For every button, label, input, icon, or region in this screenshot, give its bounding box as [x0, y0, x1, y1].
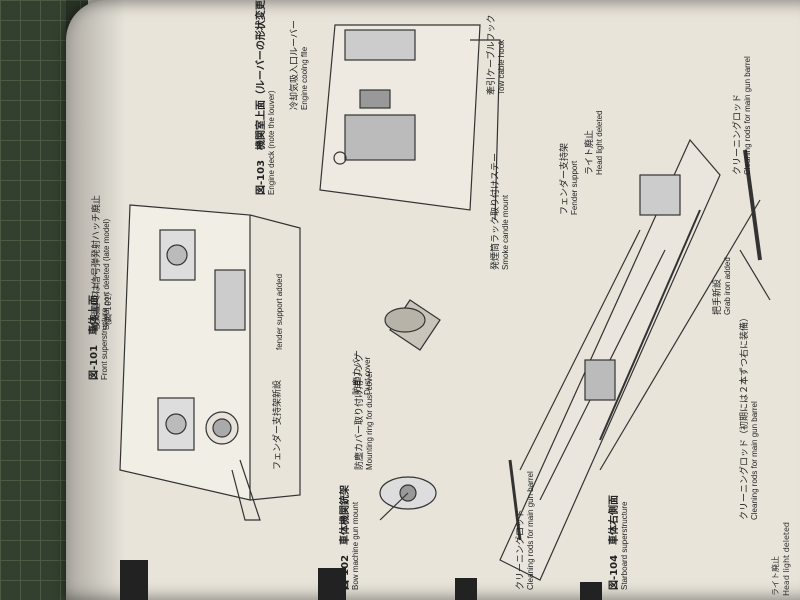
fig104-grab-en: Grab iron added — [723, 257, 732, 315]
fig104-rods3-jp: クリーニングロッド — [733, 93, 743, 175]
fig103-caption: 図-103 機関室上面（ルーバーの形状変更） — [256, 0, 267, 195]
fig103-drawing — [319, 24, 501, 221]
fig101-fender-en: fender support added — [275, 273, 284, 350]
fig103-cooling-label: 冷却気吸入口ルーバー Engine coolng flle — [287, 20, 309, 110]
fig104-fender-jp: フェンダー支持架 — [560, 142, 570, 215]
black-tab-3 — [455, 578, 477, 600]
fig103-smoke-en: Smoke candle mount — [501, 194, 510, 270]
edge-text-4: Head light deleted — [782, 521, 791, 596]
fig104-rods2-label: クリーニングロッド（初期には２本ずつ右に装備） Cleaning rods fo… — [737, 313, 759, 520]
fig103-cooling-en: Engine coolng flle — [300, 46, 309, 110]
fig104-rods-label: クリーニングロッド Cleaning rods for main gun bar… — [513, 471, 535, 590]
fig103-caption-group: 図-103 機関室上面（ルーバーの形状変更） Engine deck (note… — [252, 0, 276, 195]
fig102-ring-en: Mounting ring for dust cover — [365, 370, 374, 470]
fig104-fender-en: Fender support — [570, 160, 579, 215]
fig102-ring-label: 防塵カバー取り付け用リング Mounting ring for dust cov… — [352, 353, 374, 470]
fig103-cooling-jp: 冷却気吸入口ルーバー — [290, 20, 300, 110]
fig104-drawing — [499, 138, 771, 581]
fig104-rods2-en: Cleaning rods for main gun barrel — [750, 401, 759, 520]
fig101-fender-label: フェンダー支持架新設 — [270, 380, 283, 470]
fig104-caption-en: Starboard superstructure — [620, 501, 629, 591]
fig102-ring-jp: 防塵カバー取り付け用リング — [355, 352, 365, 470]
fig103-tow-en: Tow cable hook — [497, 39, 506, 95]
edge-text-1: の上面にフェン — [91, 274, 100, 330]
fig103-smoke-label: 発煙筒ラック取り付けステー Smoke candle mount — [488, 153, 510, 270]
fig103-caption-en: Engine deck (note the louver) — [267, 90, 276, 195]
fig103-tow-jp: 牽引ケーブルフック — [487, 14, 497, 95]
fig104-rods-en: Cleaning rods for main gun barrel — [526, 471, 535, 590]
fig102-drawing — [379, 299, 441, 521]
black-tab-2 — [318, 568, 346, 600]
page-gutter-shadow — [66, 0, 126, 600]
fig102-caption-en: Bow machine gun mount — [351, 501, 360, 590]
fig104-grab-jp: 把手新設 — [713, 278, 723, 315]
edge-text-2: （図-101） — [104, 287, 113, 330]
fig104-grab-label: 把手新設 Grab iron added — [710, 257, 732, 315]
fig104-rods-jp: クリーニングロッド — [516, 508, 526, 590]
black-tab-1 — [120, 560, 148, 600]
fig103-smoke-jp: 発煙筒ラック取り付けステー — [491, 152, 501, 270]
edge-text-3: ライト廃止 — [771, 556, 780, 596]
fig101-fender-jp: フェンダー支持架新設 — [273, 379, 283, 470]
fig104-caption: 図-104 車体右側面 — [609, 494, 620, 590]
fig104-rods3-en: Cleaning rods for main gun barrel — [743, 56, 752, 175]
fig103-tow-label: 牽引ケーブルフック Tow cable hook — [484, 15, 506, 95]
fig104-light-jp: ライト廃止 — [585, 129, 595, 175]
fig104-rods3-label: クリーニングロッド Cleaning rods for main gun bar… — [730, 56, 752, 175]
fig104-fender-label: フェンダー支持架 Fender support — [557, 143, 579, 215]
fig104-light-label: ライト廃止 Head light deleted — [582, 111, 604, 176]
fig104-rods2-jp: クリーニングロッド（初期には２本ずつ右に装備） — [740, 312, 750, 520]
black-tab-4 — [580, 582, 602, 600]
fig101-drawing — [119, 204, 301, 521]
fig101-fender-en-label: fender support added — [275, 274, 284, 350]
fig104-caption-group: 図-104 車体右側面 Starboard superstructure — [605, 495, 629, 590]
fig104-light-en: Head light deleted — [595, 110, 604, 176]
